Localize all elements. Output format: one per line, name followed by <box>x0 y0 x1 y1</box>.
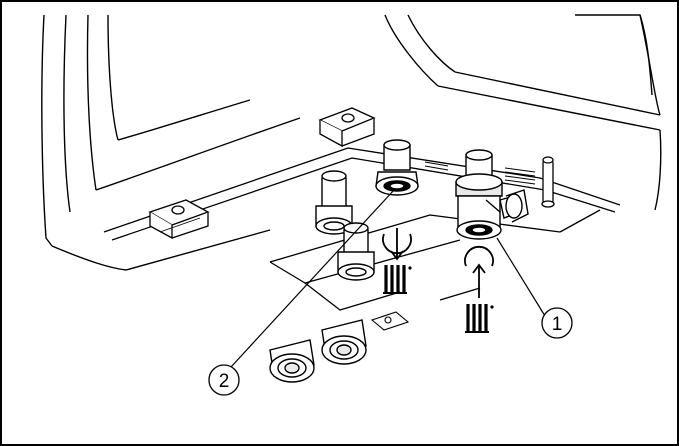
callout-2: 2 <box>208 364 240 396</box>
boiler-housing <box>41 14 662 271</box>
rear-connection-left <box>315 170 353 235</box>
radiator-icon <box>465 304 494 333</box>
supply-flow-symbol <box>464 245 494 333</box>
front-fitting-right <box>321 319 367 365</box>
callout-leaders <box>230 189 546 368</box>
callout-2-number: 2 <box>219 371 230 392</box>
heating-flow-service-valve <box>455 149 529 240</box>
up-arrow-icon <box>464 245 494 267</box>
tray-label-plate <box>370 311 410 331</box>
callout-1: 1 <box>541 307 573 339</box>
mounting-bracket-left <box>148 199 210 240</box>
front-fitting-left <box>269 339 315 383</box>
drain-valve <box>541 156 555 208</box>
bottom-tray <box>103 147 621 311</box>
rear-connection-middle <box>337 222 375 281</box>
callout-1-number: 1 <box>552 314 563 335</box>
tray-hatch-marks <box>424 161 536 185</box>
radiator-icon <box>383 265 412 294</box>
heating-return-connection <box>375 139 419 196</box>
return-flow-symbol <box>382 228 412 294</box>
mounting-bracket-right <box>318 107 376 148</box>
